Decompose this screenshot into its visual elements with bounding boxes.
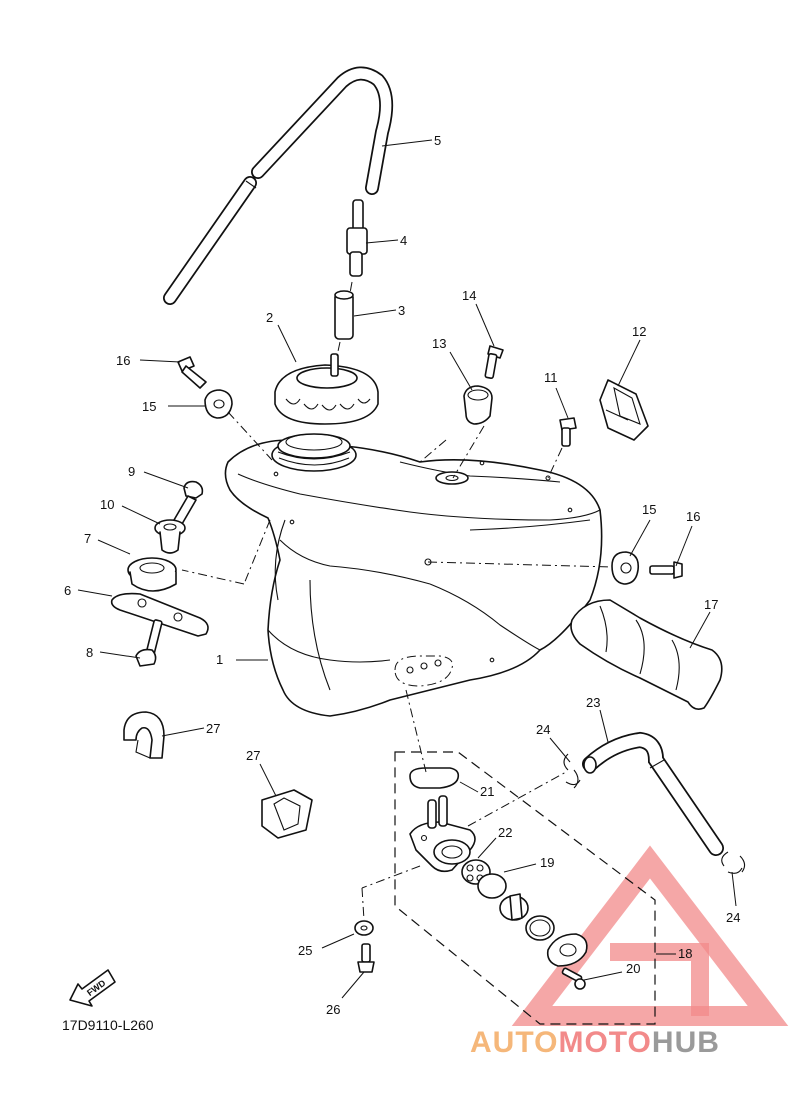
callout-23: 23 [586, 695, 600, 710]
callout-25: 25 [298, 943, 312, 958]
part-15-damper-right [611, 551, 640, 585]
part-2-fuel-cap [274, 353, 379, 425]
part-10-collar [154, 519, 186, 554]
callout-8: 8 [86, 645, 93, 660]
part-18-petcock-assembly [394, 751, 656, 1025]
callout-20: 20 [626, 961, 640, 976]
petcock-lever [499, 893, 529, 921]
part-20-screw [561, 967, 586, 990]
drawing-code: 17D9110-L260 [62, 1017, 154, 1033]
petcock-body [409, 795, 476, 873]
part-27-grommet-b [261, 789, 313, 839]
callout-27-left: 27 [206, 721, 220, 736]
callout-26: 26 [326, 1002, 340, 1017]
callout-15-right: 15 [642, 502, 656, 517]
part-19-o-ring [477, 873, 507, 899]
part-15-damper-left [204, 389, 233, 419]
callout-4: 4 [400, 233, 407, 248]
callout-13: 13 [432, 336, 446, 351]
callout-10: 10 [100, 497, 114, 512]
callout-labels: 1 2 3 4 5 6 7 8 9 10 11 12 13 14 15 15 1… [64, 133, 740, 1017]
part-4-breather-fitting [346, 199, 368, 277]
part-27-grommet-a [123, 711, 165, 759]
callout-11: 11 [544, 370, 558, 385]
callout-1: 1 [216, 652, 223, 667]
part-16-bolt-right [649, 561, 683, 579]
petcock-seal [525, 915, 555, 941]
leader-lines [77, 139, 737, 999]
callout-24-right: 24 [726, 910, 740, 925]
callout-21: 21 [480, 784, 494, 799]
callout-3: 3 [398, 303, 405, 318]
watermark-moto: MOTO [558, 1026, 651, 1059]
callout-16-right: 16 [686, 509, 700, 524]
watermark-auto: AUTO [470, 1026, 558, 1059]
part-14-screw [484, 345, 504, 379]
callout-7: 7 [84, 531, 91, 546]
callout-5: 5 [434, 133, 441, 148]
callout-2: 2 [266, 310, 273, 325]
part-21-gasket [409, 767, 460, 789]
part-26-screw [357, 943, 375, 973]
callout-19: 19 [540, 855, 554, 870]
callout-14: 14 [462, 288, 476, 303]
callout-15-left: 15 [142, 399, 156, 414]
part-1-fuel-tank [224, 433, 603, 717]
part-24-clip-b [721, 851, 746, 874]
part-3-short-hose [334, 290, 354, 340]
part-16-bolt-left [177, 356, 207, 389]
watermark-text: AUTOMOTOHUB [470, 1026, 720, 1059]
callout-18: 18 [678, 946, 692, 961]
part-12-clip [599, 379, 649, 441]
callout-16-left: 16 [116, 353, 130, 368]
part-23-fuel-hose [582, 731, 724, 856]
part-6-bracket [110, 592, 209, 637]
svg-text:AUTOMOTOHUB: AUTOMOTOHUB [470, 1026, 720, 1059]
watermark-logo [511, 845, 789, 1026]
alignment-lines [181, 281, 613, 921]
callout-6: 6 [64, 583, 71, 598]
part-9-bolt [173, 480, 204, 525]
callout-17: 17 [704, 597, 718, 612]
callout-9: 9 [128, 464, 135, 479]
part-24-clip-a [563, 753, 581, 789]
callout-22: 22 [498, 825, 512, 840]
callout-12: 12 [632, 324, 646, 339]
watermark-hub: HUB [652, 1026, 720, 1059]
part-8-bolt [135, 619, 163, 667]
part-17-pad [570, 599, 723, 710]
part-25-washer [354, 920, 374, 936]
part-7-damper [127, 557, 177, 592]
part-20-plate [546, 933, 588, 967]
part-13-collar [463, 385, 493, 425]
callout-27-right: 27 [246, 748, 260, 763]
part-5-breather-hose [163, 66, 394, 305]
part-11-screw [559, 417, 577, 447]
fwd-arrow: FWD [69, 969, 116, 1007]
callout-24-left: 24 [536, 722, 550, 737]
